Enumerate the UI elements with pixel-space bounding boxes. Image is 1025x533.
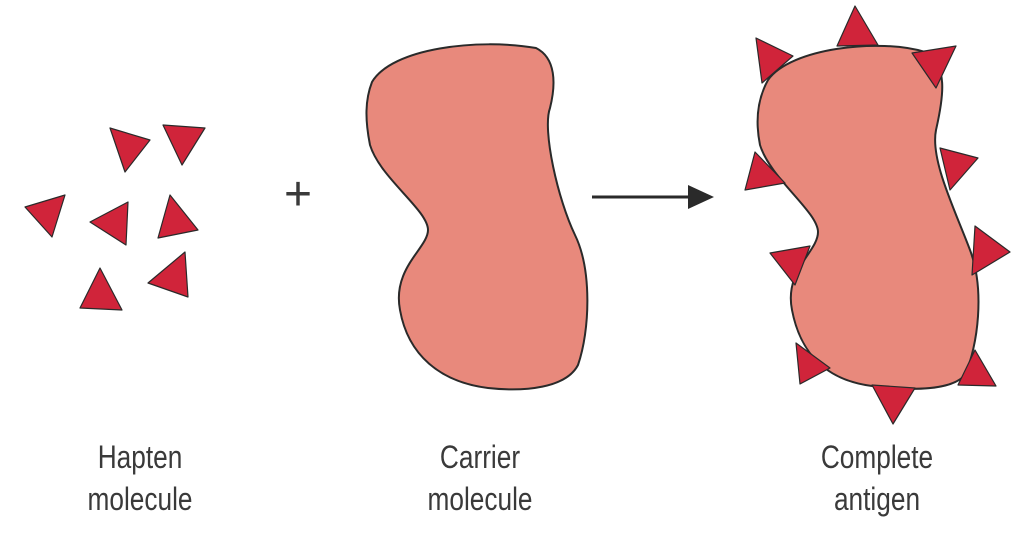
hapten-triangle-icon — [80, 268, 122, 310]
hapten-molecules-group — [25, 125, 205, 310]
hapten-label-line2: molecule — [46, 478, 235, 520]
hapten-triangle-icon — [158, 195, 198, 238]
hapten-triangle-icon — [148, 252, 188, 297]
attached-hapten-triangle-icon — [837, 6, 878, 46]
hapten-triangle-icon — [25, 195, 65, 237]
carrier-molecule-icon — [366, 44, 587, 389]
hapten-triangle-icon — [163, 125, 205, 165]
complete-antigen-carrier-icon — [758, 46, 979, 389]
hapten-triangle-icon — [110, 128, 150, 172]
attached-hapten-triangle-icon — [940, 148, 978, 190]
reaction-arrow-icon — [592, 185, 714, 209]
carrier-label-line1: Carrier — [386, 436, 575, 478]
complete-antigen-group — [745, 6, 1010, 424]
carrier-label-line2: molecule — [386, 478, 575, 520]
complete-label-line2: antigen — [783, 478, 972, 520]
hapten-molecule-label: Hapten molecule — [46, 436, 235, 520]
hapten-triangle-icon — [90, 202, 128, 245]
hapten-label-line1: Hapten — [46, 436, 235, 478]
attached-hapten-triangle-icon — [972, 226, 1010, 275]
complete-label-line1: Complete — [783, 436, 972, 478]
complete-antigen-label: Complete antigen — [783, 436, 972, 520]
plus-sign: + — [284, 168, 312, 221]
carrier-molecule-label: Carrier molecule — [386, 436, 575, 520]
attached-hapten-triangle-icon — [872, 385, 915, 424]
